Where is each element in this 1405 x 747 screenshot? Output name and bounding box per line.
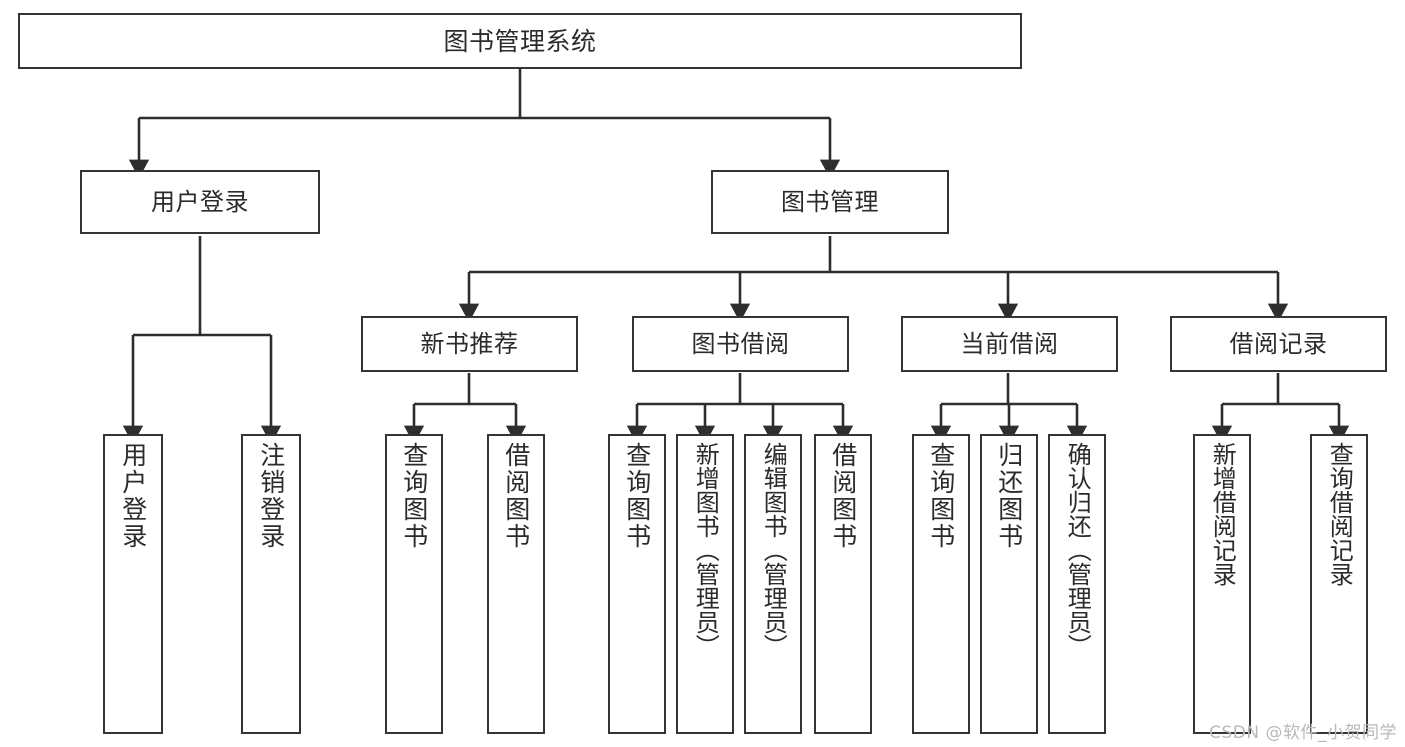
- leaf-edit-book-label: 编辑图书（管理员）: [759, 442, 788, 658]
- leaf-logout-login[interactable]: 注销登录: [241, 434, 301, 734]
- node-current-borrow[interactable]: 当前借阅: [901, 316, 1118, 372]
- leaf-borrow-book-2-label: 借阅图书: [828, 442, 858, 550]
- node-current-borrow-label: 当前借阅: [960, 330, 1059, 358]
- leaf-return-book[interactable]: 归还图书: [980, 434, 1038, 734]
- leaf-logout-login-label: 注销登录: [256, 442, 286, 550]
- leaf-query-book-2[interactable]: 查询图书: [608, 434, 666, 734]
- leaf-query-borrow-record[interactable]: 查询借阅记录: [1310, 434, 1368, 734]
- leaf-borrow-book-1[interactable]: 借阅图书: [487, 434, 545, 734]
- leaf-query-book-3[interactable]: 查询图书: [912, 434, 970, 734]
- leaf-query-book-1-label: 查询图书: [399, 442, 429, 550]
- node-borrow-record-label: 借阅记录: [1229, 330, 1328, 358]
- node-user-login-label: 用户登录: [151, 188, 249, 216]
- leaf-add-book[interactable]: 新增图书（管理员）: [676, 434, 734, 734]
- leaf-add-borrow-record[interactable]: 新增借阅记录: [1193, 434, 1251, 734]
- leaf-return-book-label: 归还图书: [994, 442, 1024, 550]
- leaf-confirm-return-label: 确认归还（管理员）: [1063, 442, 1092, 658]
- node-borrow-record[interactable]: 借阅记录: [1170, 316, 1387, 372]
- leaf-query-book-3-label: 查询图书: [926, 442, 956, 550]
- leaf-query-book-1[interactable]: 查询图书: [385, 434, 443, 734]
- node-book-borrow[interactable]: 图书借阅: [632, 316, 849, 372]
- node-root-label: 图书管理系统: [443, 26, 597, 56]
- leaf-query-book-2-label: 查询图书: [622, 442, 652, 550]
- node-book-borrow-label: 图书借阅: [691, 330, 790, 358]
- leaf-borrow-book-2[interactable]: 借阅图书: [814, 434, 872, 734]
- leaf-edit-book[interactable]: 编辑图书（管理员）: [744, 434, 802, 734]
- csdn-watermark: CSDN @软件_小贺同学: [1209, 723, 1397, 743]
- node-user-login[interactable]: 用户登录: [80, 170, 320, 234]
- leaf-add-book-label: 新增图书（管理员）: [691, 442, 720, 658]
- leaf-confirm-return[interactable]: 确认归还（管理员）: [1048, 434, 1106, 734]
- leaf-add-borrow-record-label: 新增借阅记录: [1208, 442, 1237, 586]
- node-new-book-recommend[interactable]: 新书推荐: [361, 316, 578, 372]
- leaf-user-login-label: 用户登录: [118, 442, 148, 550]
- node-book-management[interactable]: 图书管理: [711, 170, 949, 234]
- leaf-user-login[interactable]: 用户登录: [103, 434, 163, 734]
- leaf-query-borrow-record-label: 查询借阅记录: [1325, 442, 1354, 586]
- node-book-management-label: 图书管理: [781, 188, 879, 216]
- node-root[interactable]: 图书管理系统: [18, 13, 1022, 69]
- leaf-borrow-book-1-label: 借阅图书: [501, 442, 531, 550]
- node-new-book-recommend-label: 新书推荐: [420, 330, 519, 358]
